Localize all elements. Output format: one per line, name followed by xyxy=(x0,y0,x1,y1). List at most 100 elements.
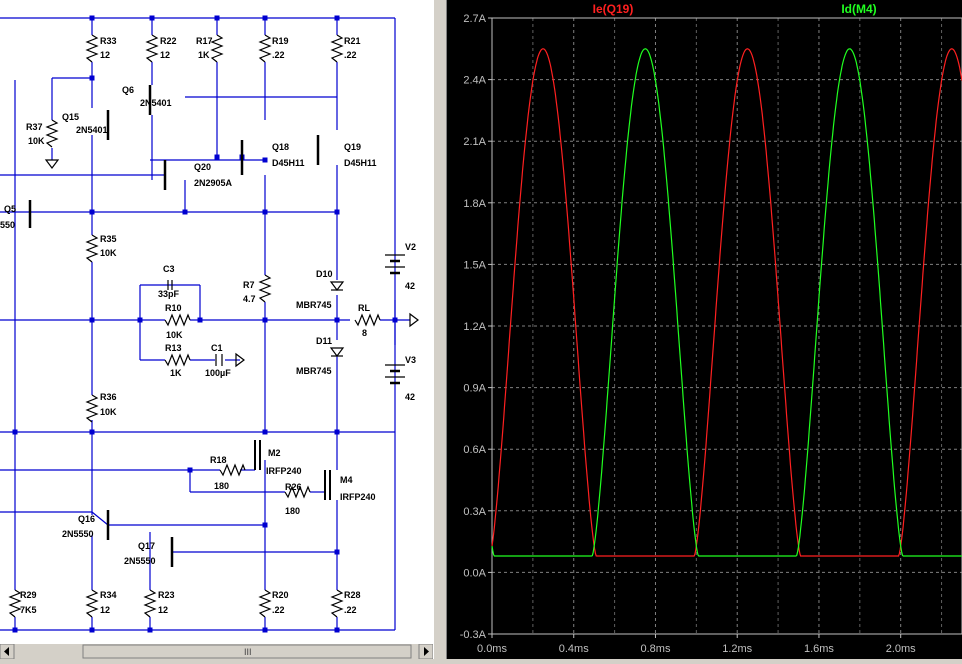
y-tick-label: 2.7A xyxy=(463,13,486,25)
component-value-v2[interactable]: 42 xyxy=(405,281,415,291)
component-value-r10[interactable]: 10K xyxy=(166,330,183,340)
component-ref-r20[interactable]: R20 xyxy=(272,590,289,600)
component-value-r37[interactable]: 10K xyxy=(28,136,45,146)
component-ref-r35[interactable]: R35 xyxy=(100,234,117,244)
component-value-r29[interactable]: 7K5 xyxy=(20,605,37,615)
component-value-q5[interactable]: 550 xyxy=(0,220,15,230)
component-value-r7[interactable]: 4.7 xyxy=(243,294,256,304)
component-ref-r19[interactable]: R19 xyxy=(272,36,289,46)
waveform-plot[interactable]: 2.7A2.4A2.1A1.8A1.5A1.2A0.9A0.6A0.3A0.0A… xyxy=(447,0,962,659)
component-ref-q18[interactable]: Q18 xyxy=(272,142,289,152)
y-tick-label: 1.2A xyxy=(463,321,486,333)
component-ref-q6[interactable]: Q6 xyxy=(122,85,134,95)
y-axis-ticks: 2.7A2.4A2.1A1.8A1.5A1.2A0.9A0.6A0.3A0.0A… xyxy=(460,13,487,641)
component-value-d11[interactable]: MBR745 xyxy=(296,366,332,376)
component-value-q20[interactable]: 2N2905A xyxy=(194,178,233,188)
component-ref-q15[interactable]: Q15 xyxy=(62,112,79,122)
component-value-r18[interactable]: 180 xyxy=(214,481,229,491)
pane-splitter[interactable] xyxy=(433,0,447,659)
component-value-r17[interactable]: 1K xyxy=(198,50,210,60)
y-tick-label: -0.3A xyxy=(460,629,487,641)
component-ref-r23[interactable]: R23 xyxy=(158,590,175,600)
component-ref-c3[interactable]: C3 xyxy=(163,264,175,274)
component-ref-q5[interactable]: Q5 xyxy=(4,204,16,214)
component-labels: R3312R2212R171KR19.22R21.22Q62N5401R3710… xyxy=(0,36,416,615)
component-ref-r21[interactable]: R21 xyxy=(344,36,361,46)
component-value-r21[interactable]: .22 xyxy=(344,50,357,60)
legend-label-1[interactable]: Id(M4) xyxy=(841,2,876,16)
component-value-q19[interactable]: D45H11 xyxy=(344,158,377,168)
component-value-r13[interactable]: 1K xyxy=(170,368,182,378)
y-tick-label: 2.4A xyxy=(463,75,486,87)
horizontal-scrollbar[interactable]: III xyxy=(0,643,434,660)
component-value-r26[interactable]: 180 xyxy=(285,506,300,516)
component-ref-r17[interactable]: R17 xyxy=(196,36,213,46)
component-value-r20[interactable]: .22 xyxy=(272,605,285,615)
y-tick-label: 1.5A xyxy=(463,259,486,271)
component-value-m2[interactable]: IRFP240 xyxy=(266,466,302,476)
component-ref-q19[interactable]: Q19 xyxy=(344,142,361,152)
component-ref-r26[interactable]: R26 xyxy=(285,482,302,492)
component-value-q15[interactable]: 2N5401 xyxy=(76,125,108,135)
component-ref-r28[interactable]: R28 xyxy=(344,590,361,600)
component-ref-rl[interactable]: RL xyxy=(358,303,370,313)
component-value-q6[interactable]: 2N5401 xyxy=(140,98,172,108)
component-ref-m4[interactable]: M4 xyxy=(340,475,353,485)
y-tick-label: 0.9A xyxy=(463,383,486,395)
x-tick-label: 0.8ms xyxy=(640,643,670,655)
component-value-v3[interactable]: 42 xyxy=(405,392,415,402)
component-value-r19[interactable]: .22 xyxy=(272,50,285,60)
component-ref-v2[interactable]: V2 xyxy=(405,242,416,252)
scrollbar-grip[interactable]: III xyxy=(244,647,252,657)
component-ref-r36[interactable]: R36 xyxy=(100,392,117,402)
component-ref-d10[interactable]: D10 xyxy=(316,269,333,279)
schematic-wires xyxy=(0,15,410,633)
component-ref-q20[interactable]: Q20 xyxy=(194,162,211,172)
component-ref-r22[interactable]: R22 xyxy=(160,36,177,46)
component-ref-q17[interactable]: Q17 xyxy=(138,541,155,551)
component-value-c3[interactable]: 33pF xyxy=(158,289,180,299)
component-value-q18[interactable]: D45H11 xyxy=(272,158,305,168)
component-ref-r18[interactable]: R18 xyxy=(210,455,227,465)
component-value-r36[interactable]: 10K xyxy=(100,407,117,417)
component-value-r33[interactable]: 12 xyxy=(100,50,110,60)
component-value-c1[interactable]: 100µF xyxy=(205,368,231,378)
y-tick-label: 1.8A xyxy=(463,198,486,210)
component-value-rl[interactable]: 8 xyxy=(362,328,367,338)
component-ref-r37[interactable]: R37 xyxy=(26,122,43,132)
component-value-r23[interactable]: 12 xyxy=(158,605,168,615)
component-ref-m2[interactable]: M2 xyxy=(268,448,281,458)
trace-legend[interactable]: Ie(Q19) Id(M4) xyxy=(593,2,877,16)
component-ref-v3[interactable]: V3 xyxy=(405,355,416,365)
component-ref-c1[interactable]: C1 xyxy=(211,343,223,353)
component-value-r35[interactable]: 10K xyxy=(100,248,117,258)
component-value-r34[interactable]: 12 xyxy=(100,605,110,615)
component-ref-q16[interactable]: Q16 xyxy=(78,514,95,524)
trace-0[interactable] xyxy=(491,48,962,557)
component-ref-r13[interactable]: R13 xyxy=(165,343,182,353)
component-value-r28[interactable]: .22 xyxy=(344,605,357,615)
plot-grid xyxy=(491,17,962,635)
y-tick-label: 0.6A xyxy=(463,444,486,456)
schematic-canvas[interactable]: R3312R2212R171KR19.22R21.22Q62N5401R3710… xyxy=(0,0,433,644)
component-ref-r33[interactable]: R33 xyxy=(100,36,117,46)
x-tick-label: 2.0ms xyxy=(886,643,916,655)
x-tick-label: 1.6ms xyxy=(804,643,834,655)
component-ref-r10[interactable]: R10 xyxy=(165,303,182,313)
component-ref-r34[interactable]: R34 xyxy=(100,590,117,600)
component-value-r22[interactable]: 12 xyxy=(160,50,170,60)
trace-1[interactable] xyxy=(491,48,962,557)
x-tick-label: 0.0ms xyxy=(477,643,507,655)
component-ref-d11[interactable]: D11 xyxy=(316,336,332,346)
component-value-d10[interactable]: MBR745 xyxy=(296,300,332,310)
component-ref-r7[interactable]: R7 xyxy=(243,280,255,290)
plot-axes xyxy=(488,17,962,638)
component-value-m4[interactable]: IRFP240 xyxy=(340,492,376,502)
legend-label-0[interactable]: Ie(Q19) xyxy=(593,2,634,16)
component-value-q17[interactable]: 2N5550 xyxy=(124,556,156,566)
component-value-q16[interactable]: 2N5550 xyxy=(62,529,94,539)
component-ref-r29[interactable]: R29 xyxy=(20,590,37,600)
